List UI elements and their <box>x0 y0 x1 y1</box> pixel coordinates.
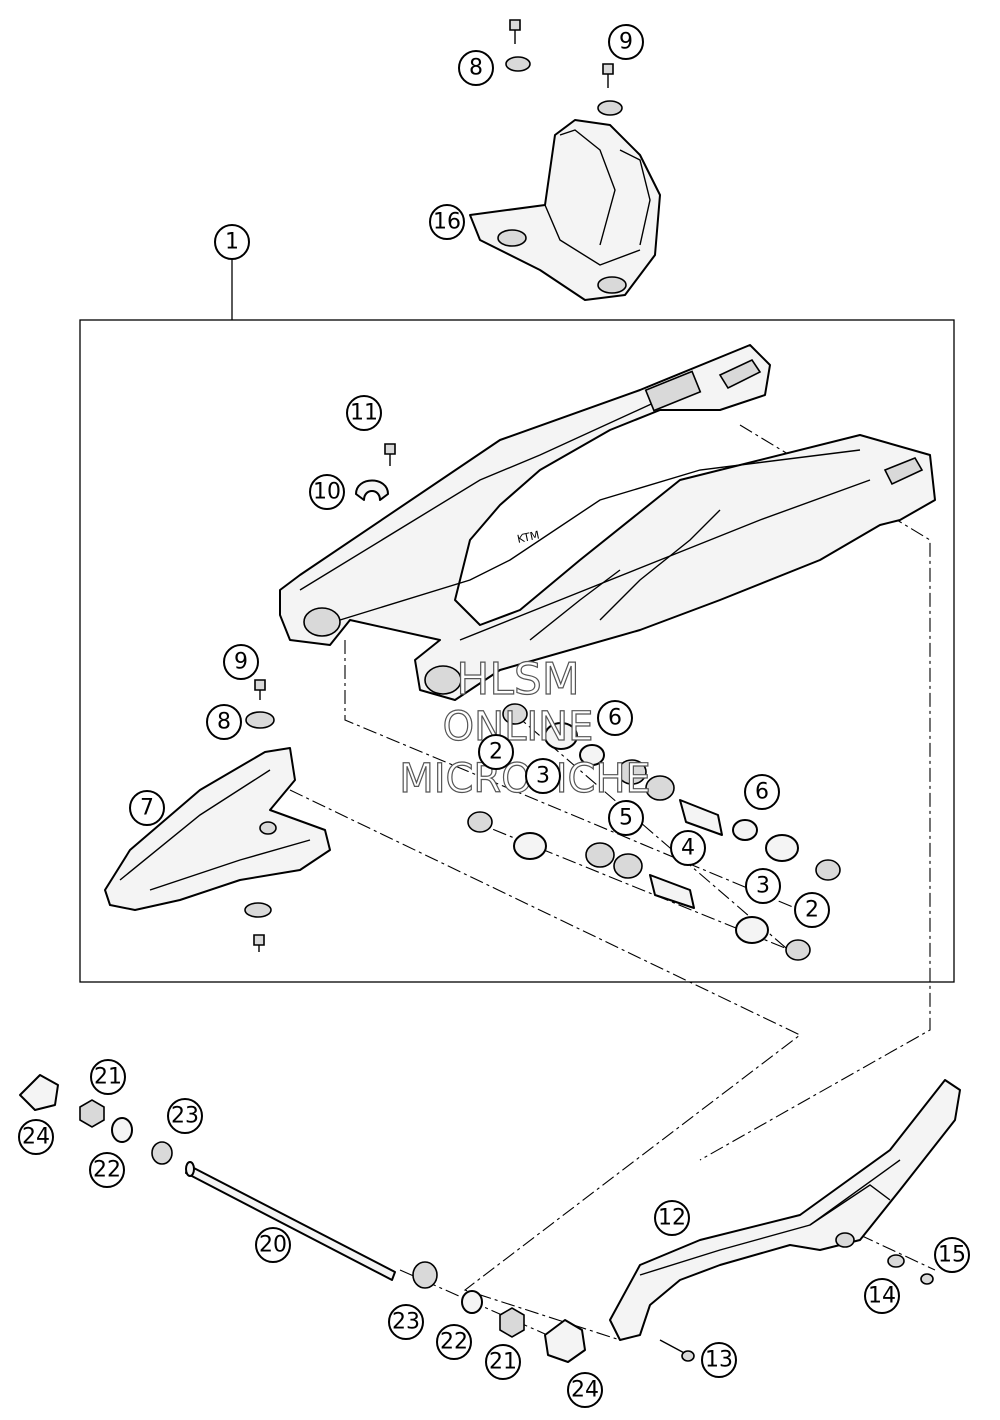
callout-6a[interactable]: 6 <box>597 700 633 736</box>
callout-6b[interactable]: 6 <box>744 774 780 810</box>
callout-2b[interactable]: 2 <box>794 892 830 928</box>
watermark-line-1: HLSM <box>456 654 580 705</box>
callout-12[interactable]: 12 <box>654 1200 690 1236</box>
svg-text:24: 24 <box>22 1125 50 1150</box>
callout-5[interactable]: 5 <box>608 800 644 836</box>
callout-15[interactable]: 15 <box>934 1237 970 1273</box>
svg-text:12: 12 <box>658 1206 686 1231</box>
part-7-chain-slider <box>104 679 331 952</box>
watermark: HLSM ONLINE MICROFICHE <box>399 653 652 802</box>
svg-text:9: 9 <box>619 30 633 55</box>
callout-3a[interactable]: 3 <box>525 758 561 794</box>
callout-2a[interactable]: 2 <box>478 734 514 770</box>
callout-11[interactable]: 11 <box>346 395 382 431</box>
watermark-line-3: MICROFICHE <box>399 756 651 802</box>
svg-text:6: 6 <box>608 706 622 731</box>
callout-8b[interactable]: 8 <box>206 704 242 740</box>
part-12-chain-guard <box>609 1079 961 1362</box>
svg-text:21: 21 <box>94 1065 122 1090</box>
svg-text:15: 15 <box>938 1243 966 1268</box>
svg-text:10: 10 <box>313 480 341 505</box>
callout-8a[interactable]: 8 <box>458 50 494 86</box>
callout-21b[interactable]: 21 <box>485 1344 521 1380</box>
callout-24a[interactable]: 24 <box>18 1119 54 1155</box>
svg-text:11: 11 <box>350 401 378 426</box>
svg-text:21: 21 <box>489 1350 517 1375</box>
swingarm: KTM <box>279 344 936 701</box>
callout-20[interactable]: 20 <box>255 1227 291 1263</box>
callout-22b[interactable]: 22 <box>436 1324 472 1360</box>
svg-text:2: 2 <box>489 740 503 765</box>
svg-text:24: 24 <box>571 1378 599 1403</box>
callout-7[interactable]: 7 <box>129 790 165 826</box>
callout-9b[interactable]: 9 <box>223 644 259 680</box>
part-16-cover <box>469 119 661 301</box>
callout-layer: 1 2 2 3 3 4 5 6 6 7 8 8 9 9 10 11 12 13 … <box>18 24 970 1408</box>
callout-10[interactable]: 10 <box>309 474 345 510</box>
svg-text:7: 7 <box>140 796 154 821</box>
svg-text:22: 22 <box>93 1158 121 1183</box>
svg-text:3: 3 <box>536 764 550 789</box>
callout-23b[interactable]: 23 <box>388 1304 424 1340</box>
svg-text:13: 13 <box>705 1348 733 1373</box>
svg-text:22: 22 <box>440 1330 468 1355</box>
callout-22a[interactable]: 22 <box>89 1152 125 1188</box>
svg-text:20: 20 <box>259 1233 287 1258</box>
callout-16[interactable]: 16 <box>429 204 465 240</box>
callout-14[interactable]: 14 <box>864 1278 900 1314</box>
bolts-top <box>505 19 623 116</box>
pivot-axle <box>19 1074 586 1363</box>
svg-text:6: 6 <box>755 780 769 805</box>
swingarm-logo: KTM <box>516 529 541 546</box>
svg-text:3: 3 <box>756 874 770 899</box>
svg-text:2: 2 <box>805 898 819 923</box>
svg-text:1: 1 <box>225 230 239 255</box>
svg-text:4: 4 <box>681 836 695 861</box>
svg-text:14: 14 <box>868 1284 896 1309</box>
svg-text:5: 5 <box>619 806 633 831</box>
svg-text:8: 8 <box>469 56 483 81</box>
callout-9a[interactable]: 9 <box>608 24 644 60</box>
callout-3b[interactable]: 3 <box>745 868 781 904</box>
part-10-11-clip <box>355 443 396 501</box>
svg-text:8: 8 <box>217 710 231 735</box>
assembly-frame <box>79 319 955 983</box>
svg-text:23: 23 <box>392 1310 420 1335</box>
callout-23a[interactable]: 23 <box>167 1098 203 1134</box>
callout-1[interactable]: 1 <box>214 224 250 260</box>
callout-24b[interactable]: 24 <box>567 1372 603 1408</box>
watermark-line-2: ONLINE <box>443 704 594 750</box>
bearings <box>467 703 841 961</box>
callout-4[interactable]: 4 <box>670 830 706 866</box>
svg-text:16: 16 <box>433 210 461 235</box>
callout-13[interactable]: 13 <box>701 1342 737 1378</box>
svg-text:9: 9 <box>234 650 248 675</box>
svg-text:23: 23 <box>171 1104 199 1129</box>
callout-21a[interactable]: 21 <box>90 1059 126 1095</box>
